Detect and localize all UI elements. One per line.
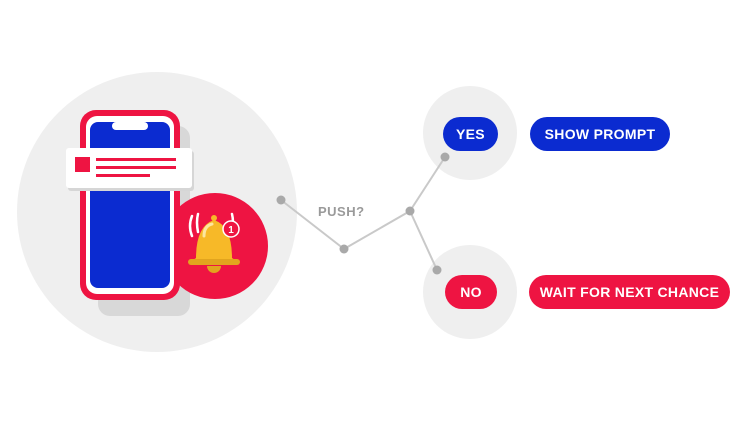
connector-lines (280, 156, 446, 271)
yes-button[interactable]: YES (443, 117, 498, 151)
notification-card (66, 148, 194, 191)
wait-for-next-chance-button[interactable]: WAIT FOR NEXT CHANCE (529, 275, 730, 309)
connector-nodes (276, 152, 450, 275)
phone-notch (112, 122, 148, 130)
notification-app-icon (75, 157, 90, 172)
no-button[interactable]: NO (445, 275, 497, 309)
svg-text:1: 1 (228, 225, 234, 236)
push-question-label: PUSH? (318, 204, 365, 219)
notification-badge: 1 (222, 220, 240, 238)
phone-illustration (80, 110, 180, 300)
show-prompt-button[interactable]: SHOW PROMPT (530, 117, 670, 151)
